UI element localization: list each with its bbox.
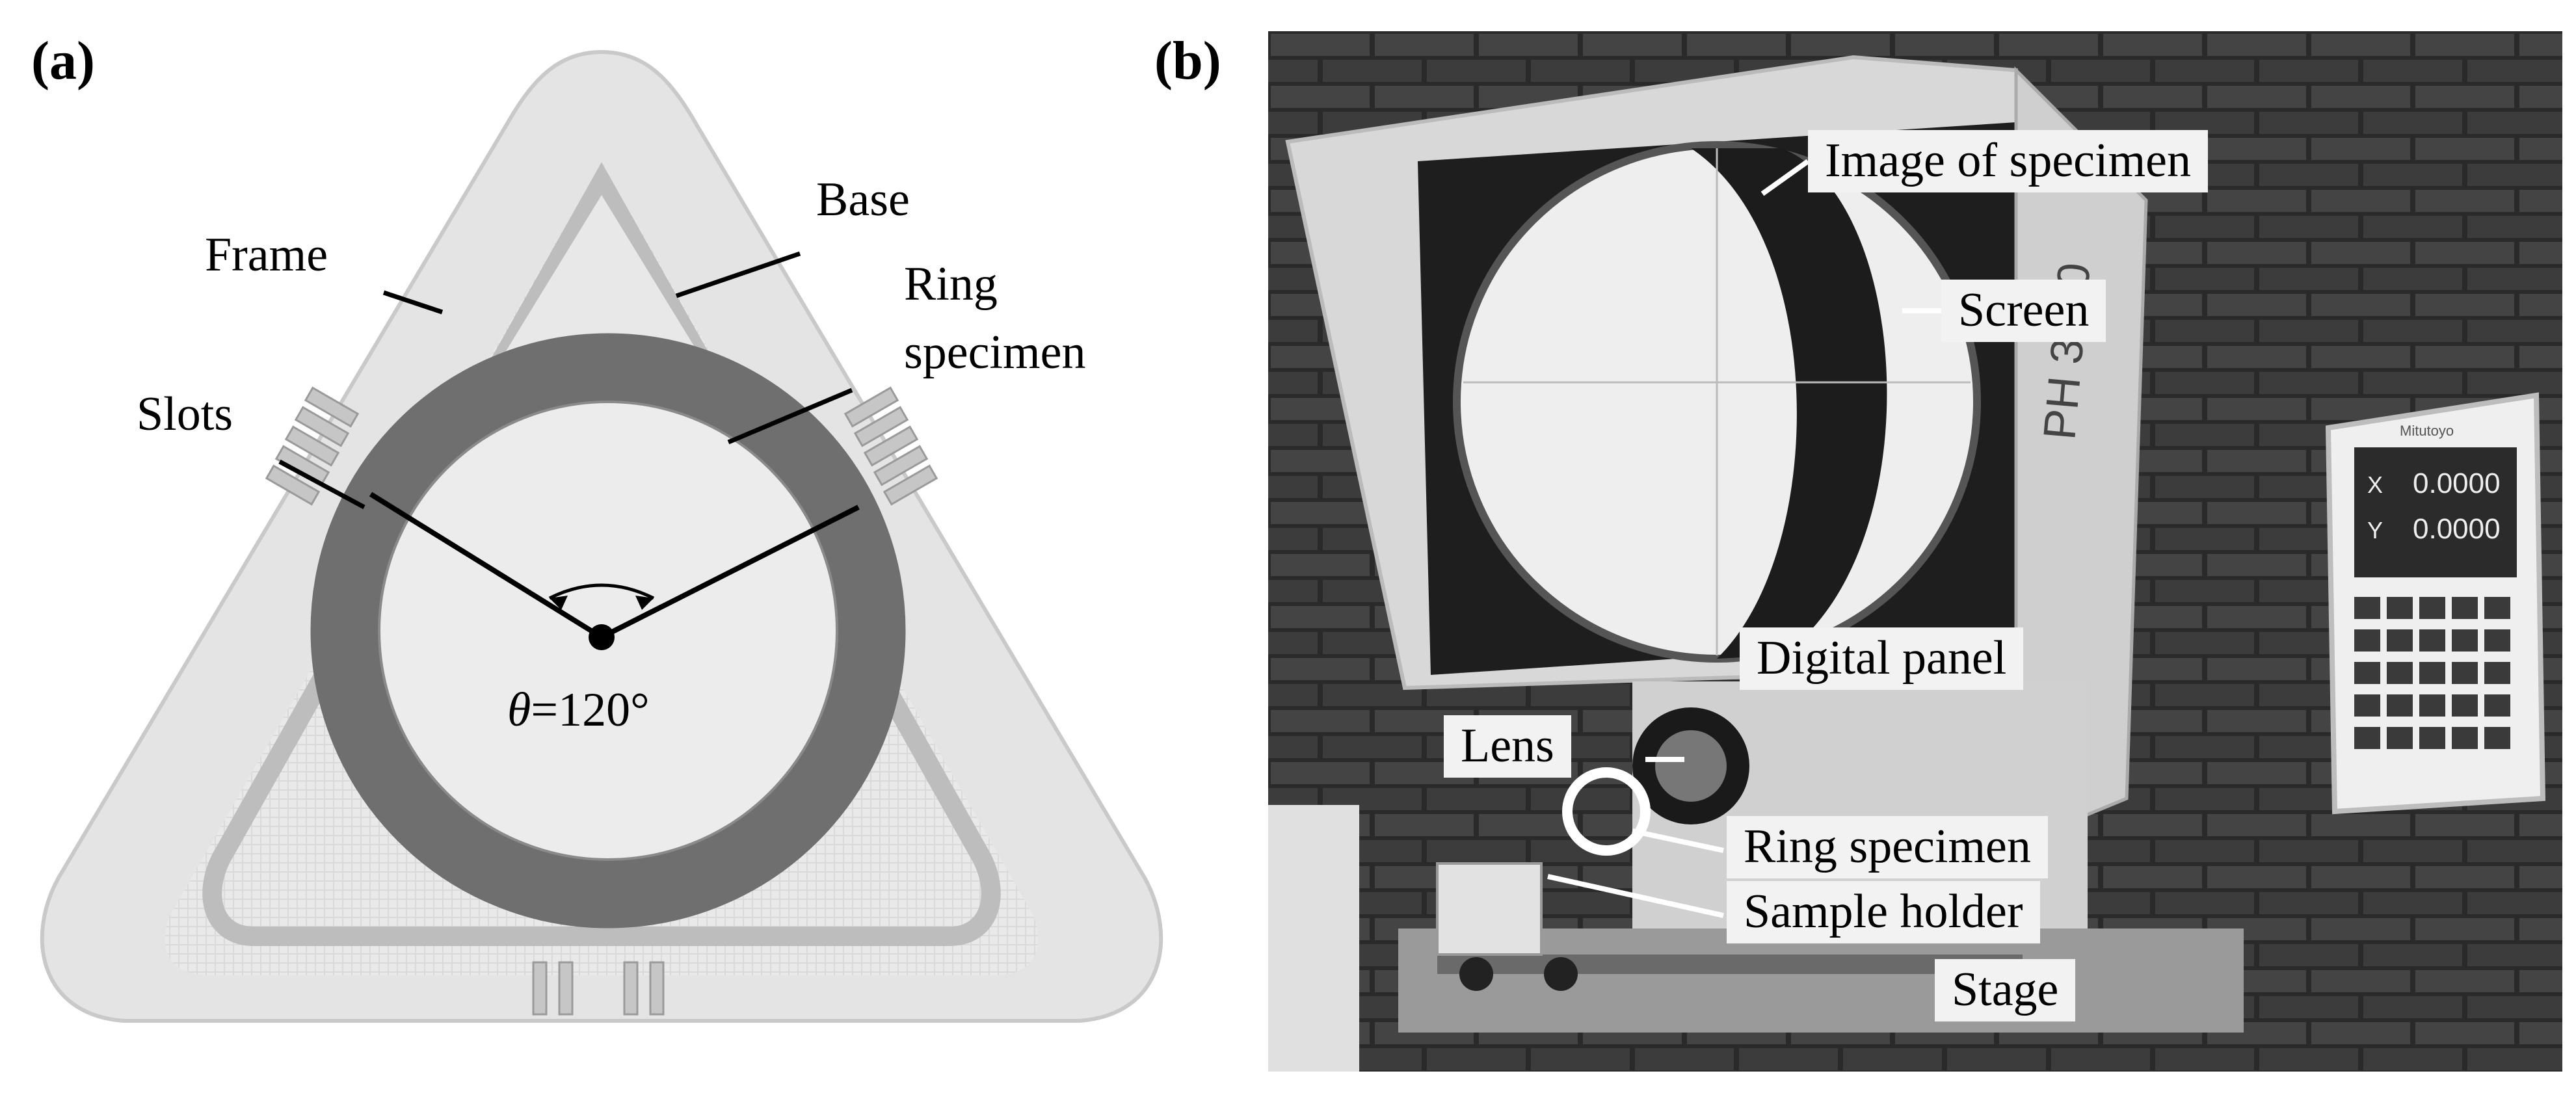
base-label: Base [816, 173, 910, 226]
readout-y-label: Y [2367, 517, 2383, 544]
ring-specimen-photo [1562, 767, 1651, 856]
slots-left [265, 386, 360, 506]
stage-label: Stage [1935, 959, 2076, 1021]
base-rim [202, 162, 1001, 946]
panel-a-photo [40, 49, 1163, 1023]
sample-holder [1436, 862, 1543, 956]
brand-text: Mitutoyo [2400, 423, 2454, 439]
lens-label: Lens [1444, 715, 1571, 778]
readout-x-value: 0.0000 [2413, 467, 2501, 499]
ring-label-line2: specimen [904, 326, 1086, 379]
sample-holder-label: Sample holder [1727, 881, 2040, 943]
slots-right [843, 386, 938, 506]
panel-b-label: (b) [1154, 31, 1221, 91]
ring-specimen-label: Ring specimen [1727, 816, 2048, 878]
theta-label: θ=120° [507, 686, 650, 734]
slots-label: Slots [137, 388, 233, 441]
theta-symbol: θ [507, 683, 531, 737]
keypad [2354, 597, 2510, 749]
readout-y-value: 0.0000 [2413, 513, 2501, 545]
specimen-image [1691, 148, 1887, 659]
panel-a-label: (a) [31, 31, 95, 91]
readout-x-label: X [2367, 471, 2383, 498]
ring-specimen [310, 333, 906, 928]
theta-value: =120° [531, 683, 650, 737]
screen-label: Screen [1941, 280, 2106, 342]
digital-panel-label: Digital panel [1740, 627, 2024, 690]
image-of-specimen-label: Image of specimen [1808, 130, 2208, 192]
panel-b-photo: PH 3500 X 0.0000 Y 0.0000 Mitutoyo [1268, 31, 2562, 1072]
ring-label-line1: Ring [904, 257, 998, 311]
frame-label: Frame [205, 228, 328, 282]
slots-bottom [532, 961, 665, 1016]
